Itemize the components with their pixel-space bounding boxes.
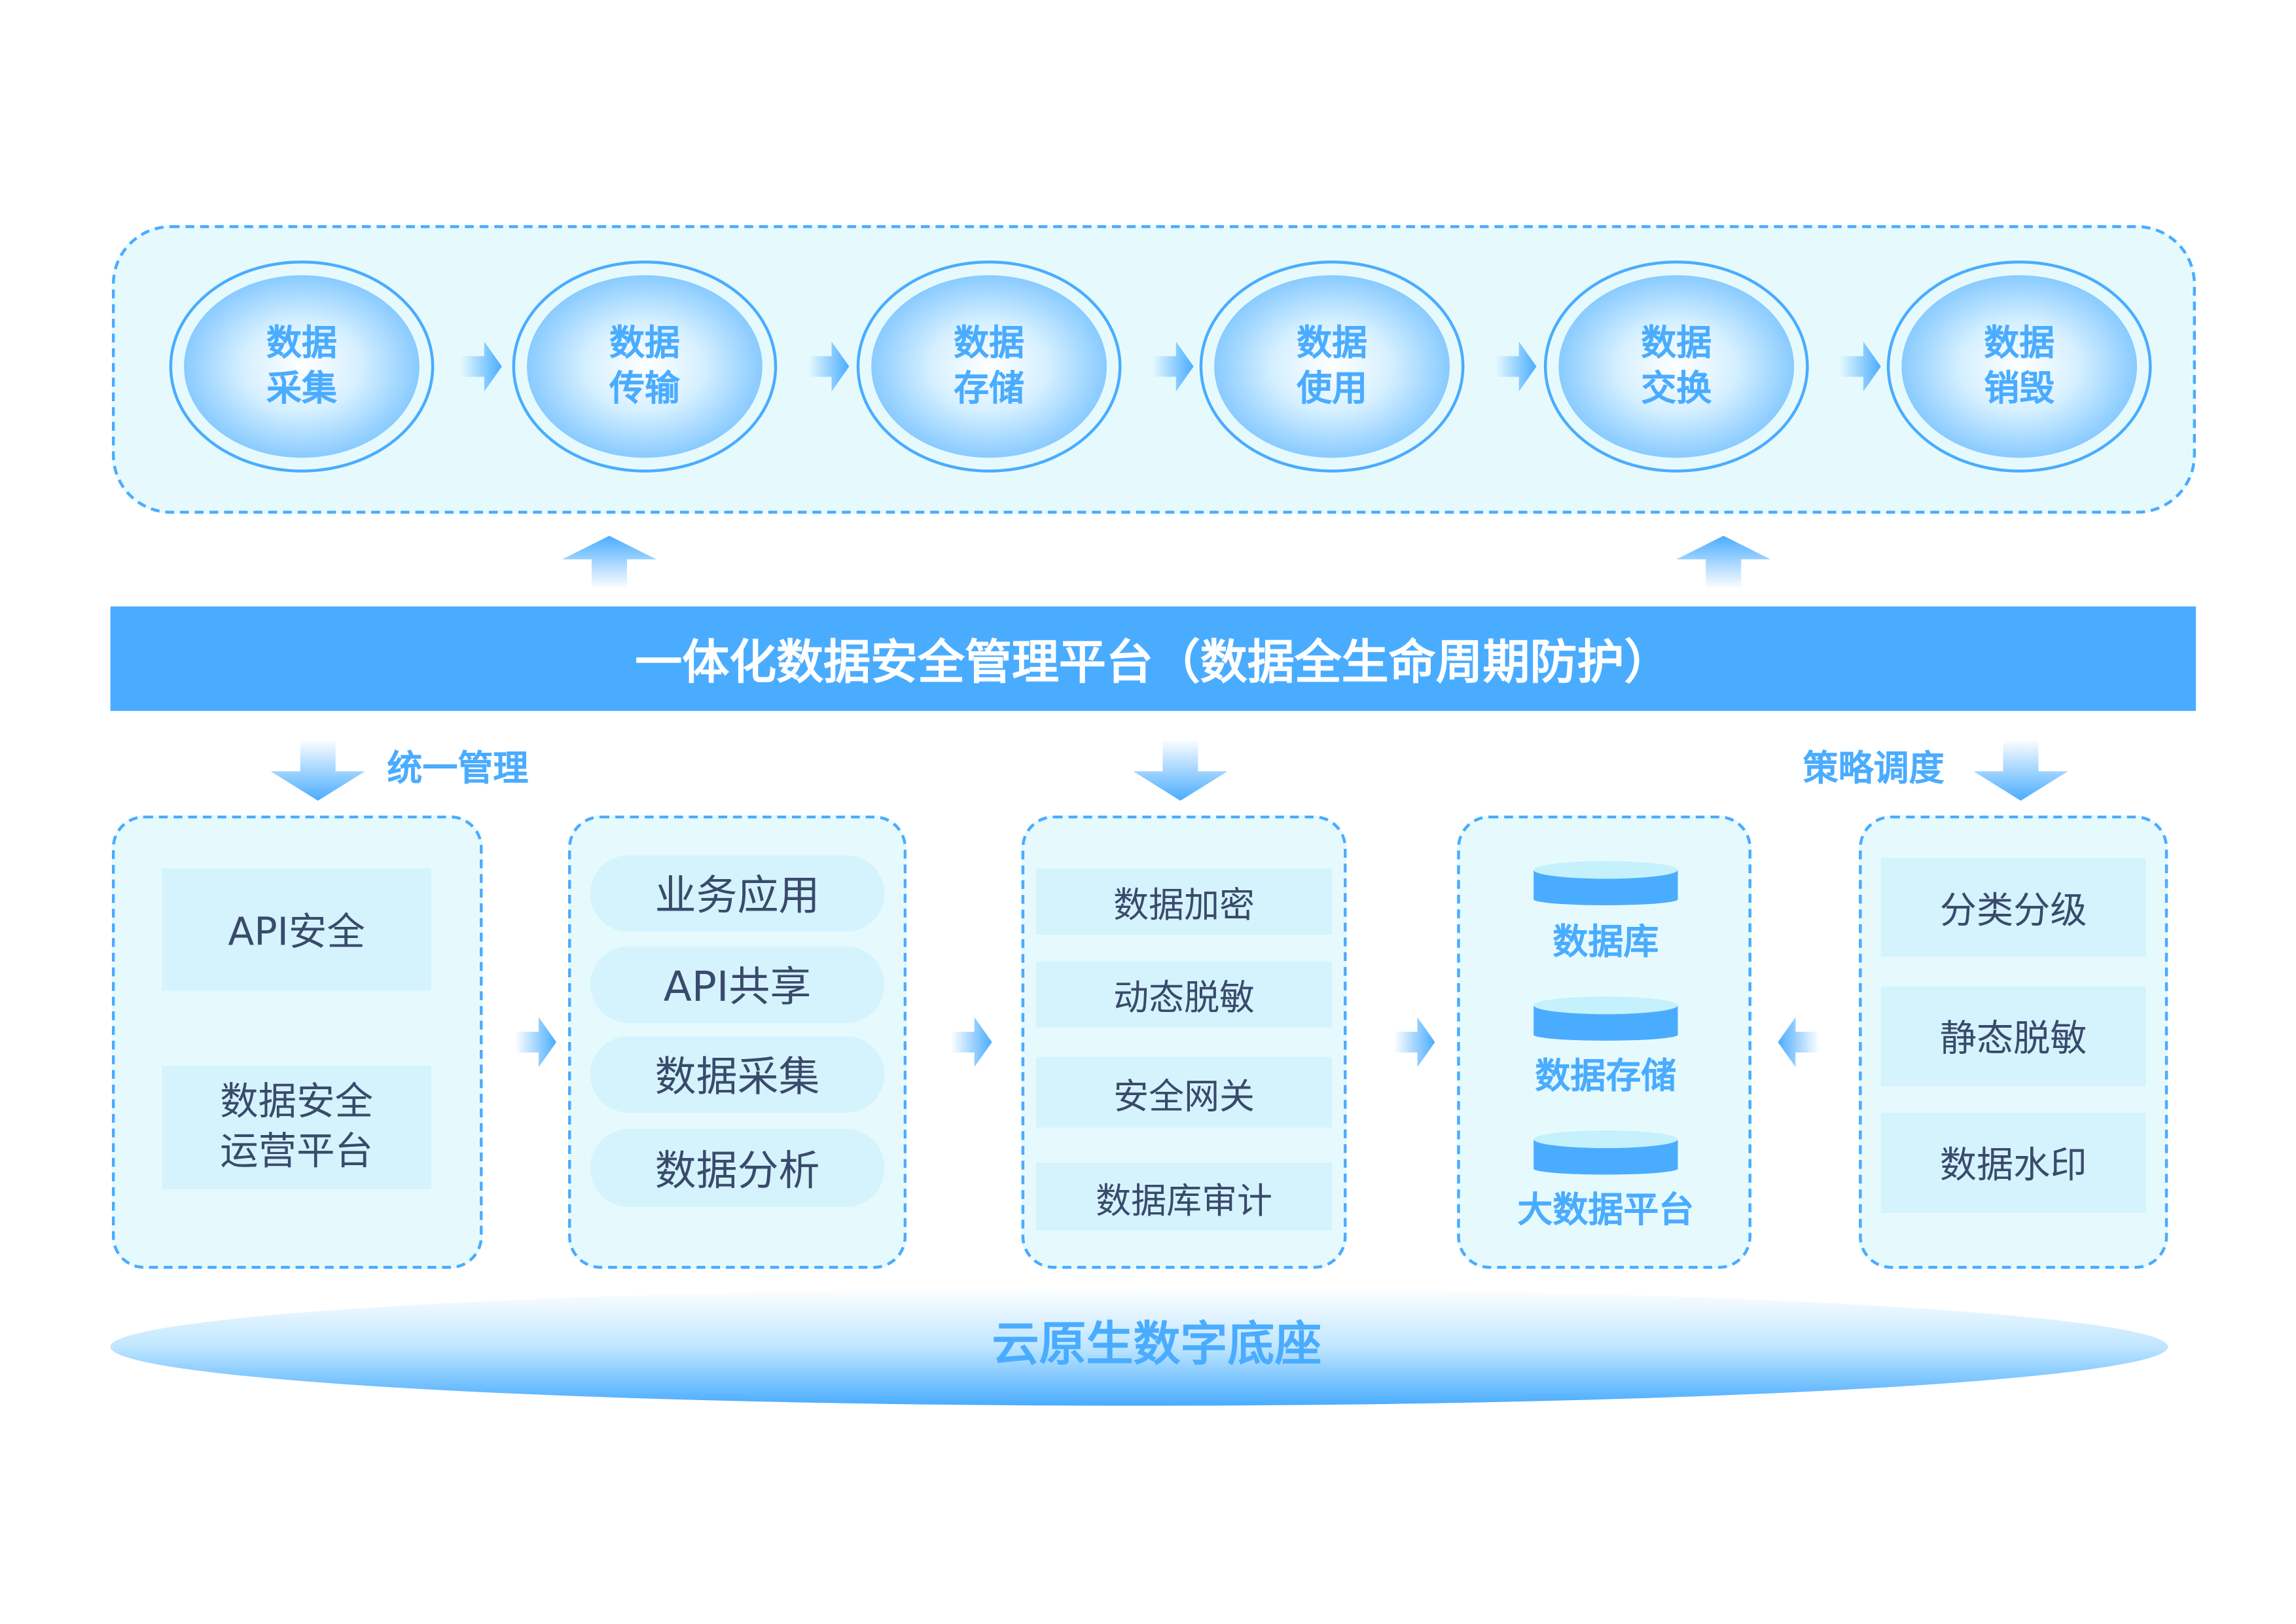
stage-line1: 数据 — [1641, 322, 1712, 364]
arrow-left-icon — [1778, 1017, 1820, 1068]
arrow-right-icon — [460, 341, 502, 392]
stage-line2: 使用 — [1297, 368, 1368, 410]
arrow-right-icon — [950, 1017, 992, 1068]
lifecycle-stage-use: 数据使用 — [1199, 261, 1465, 473]
stage-line1: 数据 — [609, 322, 680, 364]
data-watermark-item: 数据水印 — [1880, 1113, 2146, 1213]
stage-line2: 销毁 — [1984, 368, 2055, 410]
security-gateway-item: 安全网关 — [1036, 1056, 1333, 1128]
storage-panel — [1457, 815, 1751, 1269]
stage-line2: 交换 — [1641, 368, 1712, 410]
arrow-right-icon — [1495, 341, 1537, 392]
arrow-up-icon — [1676, 535, 1771, 589]
database-label: 数据库 — [1552, 921, 1659, 963]
database-cylinder-icon — [1534, 861, 1678, 905]
base-label: 云原生数字底座 — [992, 1316, 1322, 1372]
arrow-right-icon — [1839, 341, 1881, 392]
cloud-native-base — [110, 1288, 2168, 1406]
platform-banner: 一体化数据安全管理平台（数据全生命周期防护） — [110, 606, 2197, 712]
classification-item: 分类分级 — [1880, 857, 2146, 957]
lifecycle-stage-storage: 数据存储 — [856, 261, 1122, 473]
data-collection-item: 数据采集 — [590, 1036, 885, 1113]
arrow-right-icon — [1152, 341, 1194, 392]
stage-line1: 数据 — [266, 322, 337, 364]
stage-line2: 采集 — [266, 368, 337, 410]
arrow-up-icon — [562, 535, 656, 589]
data-analysis-item: 数据分析 — [590, 1128, 885, 1207]
api-security-item: API安全 — [162, 868, 431, 991]
stage-line1: 数据 — [954, 322, 1025, 364]
business-app-item: 业务应用 — [590, 855, 885, 932]
database-audit-item: 数据库审计 — [1036, 1163, 1333, 1231]
arrow-right-icon — [808, 341, 850, 392]
arrow-right-icon — [515, 1017, 557, 1068]
arrow-down-icon — [270, 738, 365, 801]
api-sharing-item: API共享 — [590, 946, 885, 1023]
stage-line2: 存储 — [954, 368, 1025, 410]
lifecycle-stage-exchange: 数据交换 — [1543, 261, 1809, 473]
database-cylinder-icon — [1534, 1130, 1678, 1175]
data-encryption-item: 数据加密 — [1036, 868, 1333, 935]
database-cylinder-icon — [1534, 996, 1678, 1041]
arrow-down-icon — [1133, 738, 1228, 801]
strategy-scheduling-label: 策略调度 — [1803, 748, 1945, 789]
static-masking-item: 静态脱敏 — [1880, 986, 2146, 1087]
security-ops-platform-item: 数据安全运营平台 — [162, 1066, 431, 1189]
item-line2: 运营平台 — [220, 1130, 374, 1175]
stage-line2: 传输 — [609, 368, 680, 410]
data-storage-label: 数据存储 — [1535, 1055, 1677, 1097]
lifecycle-stage-transfer: 数据传输 — [512, 261, 778, 473]
stage-line1: 数据 — [1297, 322, 1368, 364]
lifecycle-stage-collect: 数据采集 — [169, 261, 435, 473]
arrow-right-icon — [1393, 1017, 1435, 1068]
arrow-down-icon — [1973, 738, 2068, 801]
dynamic-masking-item: 动态脱敏 — [1036, 961, 1333, 1028]
item-line1: 数据安全 — [220, 1080, 374, 1125]
stage-line1: 数据 — [1984, 322, 2055, 364]
lifecycle-stage-destroy: 数据销毁 — [1886, 261, 2152, 473]
unified-management-label: 统一管理 — [387, 748, 529, 789]
big-data-platform-label: 大数据平台 — [1517, 1189, 1695, 1231]
